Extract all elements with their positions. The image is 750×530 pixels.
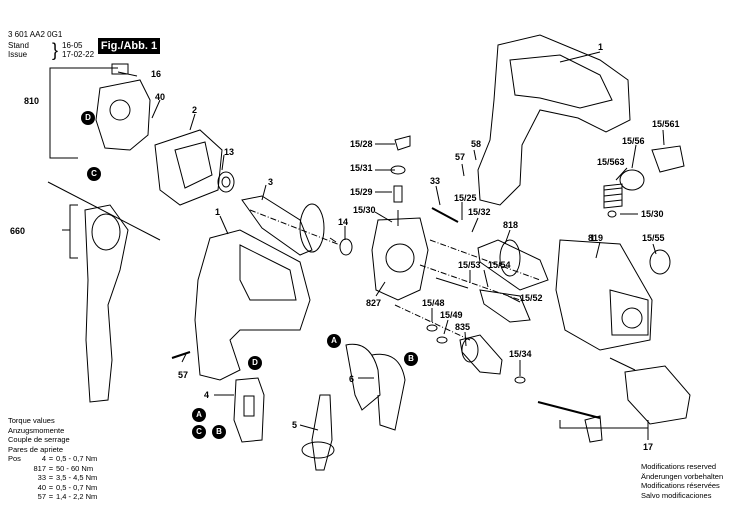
part-label: 15/563 — [597, 157, 625, 167]
torque-row: 817=50 - 60 Nm — [8, 464, 97, 474]
part-label: 15/34 — [509, 349, 532, 359]
drawing-code: 3 601 AA2 0G1 — [8, 30, 63, 39]
connection-badge-b: B — [404, 352, 418, 366]
part-label: 4 — [204, 390, 210, 400]
note-line: Änderungen vorbehalten — [641, 471, 724, 481]
connection-badge-d: D — [81, 111, 95, 125]
part-label: 810 — [24, 96, 40, 106]
connection-badge-b: B — [212, 425, 226, 439]
part-label: 15/48 — [422, 298, 445, 308]
part-label: 57 — [178, 370, 189, 380]
part-label: 15/29 — [350, 187, 373, 197]
bracket-brace: } — [52, 40, 59, 60]
part-label: 5 — [292, 420, 298, 430]
part-label: 819 — [588, 233, 604, 243]
part-label: 15/53 — [458, 260, 481, 270]
part-label: 827 — [366, 298, 382, 308]
torque-pos: 4 — [41, 454, 46, 463]
torque-pos: 40 — [37, 482, 46, 492]
torque-heading: Torque values — [8, 416, 55, 425]
part-label: 14 — [338, 217, 349, 227]
torque-value: 0,5 - 0,7 Nm — [56, 454, 98, 463]
torque-pos: 817 — [33, 463, 46, 473]
part-label: 16 — [151, 69, 162, 79]
torque-table: Torque values Anzugsmomente Couple de se… — [8, 416, 97, 502]
connection-badge-c: C — [192, 425, 206, 439]
part-label: 13 — [224, 147, 235, 157]
connection-badge-a: A — [192, 408, 206, 422]
part-label: 1 — [215, 207, 221, 217]
torque-pos-label: Pos — [8, 454, 21, 463]
part-label: 15/55 — [642, 233, 665, 243]
part-label: 17 — [643, 442, 654, 452]
part-label: 15/54 — [488, 260, 511, 270]
part-label: 15/31 — [350, 163, 373, 173]
figure-label: Fig./Abb. 1 — [98, 38, 160, 54]
issue-label: Issue — [8, 50, 28, 59]
note-line: Salvo modificaciones — [641, 490, 712, 500]
part-label: 33 — [430, 176, 441, 186]
part-label: 835 — [455, 322, 471, 332]
part-label: 15/52 — [520, 293, 543, 303]
modification-notes: Modifications reserved Änderungen vorbeh… — [641, 462, 723, 500]
connection-badge-a: A — [327, 334, 341, 348]
torque-value: 1,4 - 2,2 Nm — [56, 492, 98, 501]
part-label: 15/32 — [468, 207, 491, 217]
torque-pos: 33 — [37, 473, 46, 482]
stand-value: 16-05 — [62, 41, 83, 50]
part-label: 15/30 — [353, 205, 376, 215]
torque-value: 0,5 - 0,7 Nm — [56, 482, 98, 492]
torque-row: 57=1,4 - 2,2 Nm — [8, 492, 98, 502]
part-label: 1 — [598, 42, 604, 52]
issue-value: 17-02-22 — [62, 50, 95, 59]
part-label: 6 — [349, 374, 355, 384]
torque-heading: Anzugsmomente — [8, 425, 65, 435]
note-line: Modifications reserved — [641, 462, 717, 471]
part-label: 40 — [155, 92, 166, 102]
torque-pos: 57 — [37, 492, 46, 501]
part-label: 58 — [471, 139, 482, 149]
torque-row: 40=0,5 - 0,7 Nm — [8, 482, 98, 493]
part-label: 15/56 — [622, 136, 645, 146]
connection-badge-c: C — [87, 167, 101, 181]
part-label: 818 — [503, 220, 519, 230]
part-label: 660 — [10, 226, 26, 236]
part-label: 15/30 — [641, 209, 664, 219]
part-label: 3 — [268, 177, 274, 187]
part-label: 1 — [590, 233, 596, 243]
note-line: Modifications réservées — [641, 481, 720, 490]
connection-badge-d: D — [248, 356, 262, 370]
part-label: 15/561 — [652, 119, 680, 129]
part-label: 2 — [192, 105, 198, 115]
torque-value: 50 - 60 Nm — [56, 463, 94, 473]
torque-value: 3,5 - 4,5 Nm — [56, 473, 98, 482]
part-label: 15/28 — [350, 139, 373, 149]
part-label: 15/25 — [454, 193, 477, 203]
part-label: 57 — [455, 152, 466, 162]
part-label: 15/49 — [440, 310, 463, 320]
stand-label: Stand — [8, 41, 29, 50]
torque-row: 33=3,5 - 4,5 Nm — [8, 473, 98, 483]
torque-heading: Couple de serrage — [8, 435, 70, 444]
torque-heading: Pares de apriete — [8, 444, 64, 454]
